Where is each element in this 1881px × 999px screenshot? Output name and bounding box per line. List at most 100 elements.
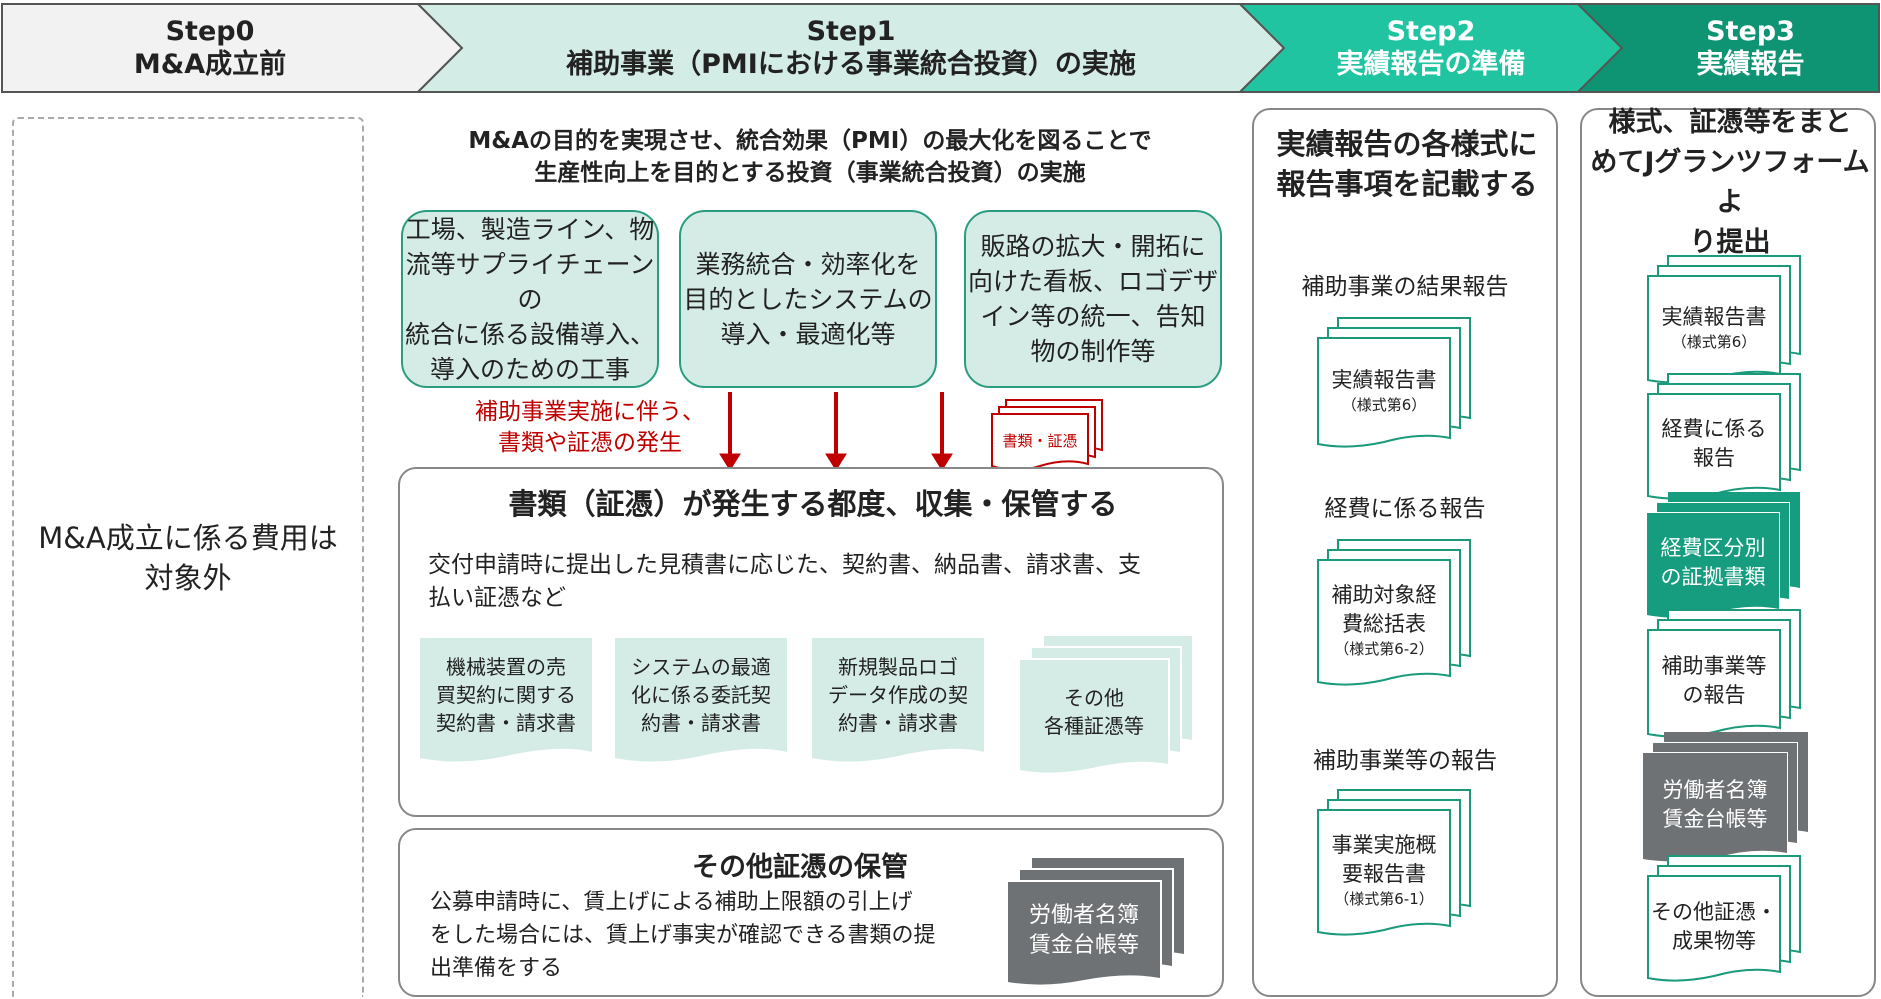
step3-doc-stack-5 [1643,732,1808,862]
step1-header: Step1 補助事業（PMIにおける事業統合投資）の実施 [462,4,1240,92]
investment-box-sales-channel: 販路の拡大・開拓に 向けた看板、ロゴデザ イン等の統一、告知 物の制作等 [964,210,1222,388]
step2-doc-stack-2 [1317,539,1471,686]
doc-line: 賃金台帳等 [1662,807,1768,831]
doc-line: 実績報告書 [1661,304,1767,329]
step3-doc-stack-2 [1647,373,1801,500]
doc-line: 労働者名簿 [1662,778,1768,802]
step2-heading-project: 補助事業等の報告 [1313,748,1497,774]
doc-line: 経費区分別 [1660,536,1766,560]
step2-header: Step2 実績報告の準備 [1284,4,1578,92]
step1-title: 補助事業（PMIにおける事業統合投資）の実施 [566,49,1136,80]
step3-doc-project: 補助事業等 の報告 [1648,640,1780,722]
doc-line: 要報告書 [1342,862,1426,886]
step2-title: 実績報告の各様式に 報告事項を記載する [1254,122,1560,206]
doc-line: データ作成の契 [828,683,968,707]
step2-title-line2: 報告事項を記載する [1276,167,1538,201]
investment-line: 物の制作等 [1030,337,1156,366]
doc-form: （様式第6） [1671,332,1757,351]
investment-line: 導入・最適化等 [720,319,896,349]
doc-shape-machinery [420,638,592,762]
red-note: 補助事業実施に伴う、 書類や証憑の発生 [440,396,740,460]
doc-line: 報告 [1693,446,1735,470]
doc-logo: 新規製品ロゴ データ作成の契 約書・請求書 [812,642,984,748]
investment-line: 販路の拡大・開拓に [980,232,1206,261]
step2-label: Step2 [1386,16,1476,47]
doc-line: 約書・請求書 [641,711,761,735]
step3-header: Step3 実績報告 [1622,4,1879,92]
step3-doc-stack-3 [1647,492,1800,618]
doc-line: 成果物等 [1672,929,1756,953]
doc-line: 補助対象経 [1331,583,1437,607]
red-arrow-2-head [825,453,847,471]
step3-doc-stack-1 [1647,255,1801,384]
doc-form: （様式第6-1） [1334,890,1434,908]
step2-title-line1: 実績報告の各様式に [1276,127,1538,161]
doc-line: の証拠書類 [1660,565,1766,589]
doc-line: 化に係る委託契 [631,683,771,707]
doc-line: 経費に係る [1661,417,1767,441]
investment-line: 導入のための工事 [429,354,630,384]
collect-desc: 交付申請時に提出した見積書に応じた、契約書、納品書、請求書、支 払い証憑など [428,549,1218,615]
investment-line: 業務統合・効率化を [695,249,921,279]
step2-doc-stack-3 [1317,789,1471,936]
other-desc-line1: 公募申請時に、賃上げによる補助上限額の引上げ [430,890,913,915]
doc-line: その他証憑・ [1651,900,1777,924]
step2-title: 実績報告の準備 [1336,49,1526,80]
doc-system: システムの最適 化に係る委託契 約書・請求書 [615,642,787,748]
step3-doc-report: 実績報告書 （様式第6） [1648,286,1780,368]
doc-stack-other [1020,636,1192,773]
payroll-label: 労働者名簿 賃金台帳等 [1008,896,1160,966]
step3-doc-payroll: 労働者名簿 賃金台帳等 [1643,764,1787,846]
step3-title-line1: 様式、証憑等をまと [1608,107,1852,138]
red-note-line2: 書類や証憑の発生 [498,430,682,456]
step2-doc-expense: 補助対象経 費総括表 （様式第6-2） [1318,570,1450,670]
step3-doc-evidence: 経費区分別 の証拠書類 [1647,523,1779,603]
collect-title: 書類（証憑）が発生する都度、収集・保管する [508,487,1118,521]
step3-label: Step3 [1706,16,1795,47]
payroll-line1: 労働者名簿 [1028,903,1139,928]
doc-line: システムの最適 [631,655,771,679]
step3-doc-stack-4 [1647,609,1801,738]
investment-line: 工場、製造ライン、物 [405,214,655,244]
payroll-line2: 賃金台帳等 [1028,933,1139,958]
step1-intro: M&Aの目的を実現させ、統合効果（PMI）の最大化を図ることで 生産性向上を目的… [400,124,1220,190]
step1-intro-line2: 生産性向上を目的とする投資（事業統合投資）の実施 [534,160,1086,186]
doc-line: 事業実施概 [1331,833,1437,857]
doc-line: 各種証憑等 [1044,714,1144,738]
doc-shape-system [615,638,787,762]
investment-line: 向けた看板、ロゴデザ [967,267,1218,296]
doc-machinery: 機械装置の売 買契約に関する 契約書・請求書 [420,642,592,748]
investment-line: 統合に係る設備導入、 [404,319,655,349]
doc-line: 費総括表 [1342,612,1426,636]
step2-doc-result: 実績報告書 （様式第6） [1318,346,1450,434]
step-header-bar [1,3,1880,93]
doc-line: の報告 [1682,683,1746,707]
doc-line: 機械装置の売 [446,655,566,679]
investment-box-equipment: 工場、製造ライン、物 流等サプライチェーンの 統合に係る設備導入、 導入のための… [401,210,659,388]
collect-desc-line1: 交付申請時に提出した見積書に応じた、契約書、納品書、請求書、支 [428,552,1141,578]
doc-line: 新規製品ロゴ [838,655,958,679]
other-evidence-desc: 公募申請時に、賃上げによる補助上限額の引上げ をした場合には、賃上げ事実が確認で… [430,886,1000,985]
step3-doc-stack-6 [1647,855,1801,982]
step2-doc-project: 事業実施概 要報告書 （様式第6-1） [1318,820,1450,920]
step3-title-line3: り提出 [1689,227,1771,258]
other-desc-line2: をした場合には、賃上げ事実が確認できる書類の提 [430,923,936,948]
doc-form: （様式第6） [1341,395,1427,414]
step0-panel: M&A成立に係る費用は 対象外 [12,117,364,997]
step3-title: 実績報告 [1696,49,1805,80]
doc-shape-logo [812,638,984,762]
step3-doc-expense: 経費に係る 報告 [1648,404,1780,484]
investment-box-system: 業務統合・効率化を 目的としたシステムの 導入・最適化等 [679,210,937,388]
step3-doc-other: その他証憑・ 成果物等 [1648,886,1780,968]
step3-chevron [1575,3,1880,93]
step3-title-line2: めてJグランツフォームよ [1590,147,1870,218]
investment-line: イン等の統一、告知 [980,302,1206,331]
collect-desc-line2: 払い証憑など [428,585,566,611]
other-evidence-title: その他証憑の保管 [692,851,908,883]
doc-line: 契約書・請求書 [436,711,576,735]
red-arrow-1-head [719,453,741,471]
doc-line: その他 [1064,686,1124,710]
